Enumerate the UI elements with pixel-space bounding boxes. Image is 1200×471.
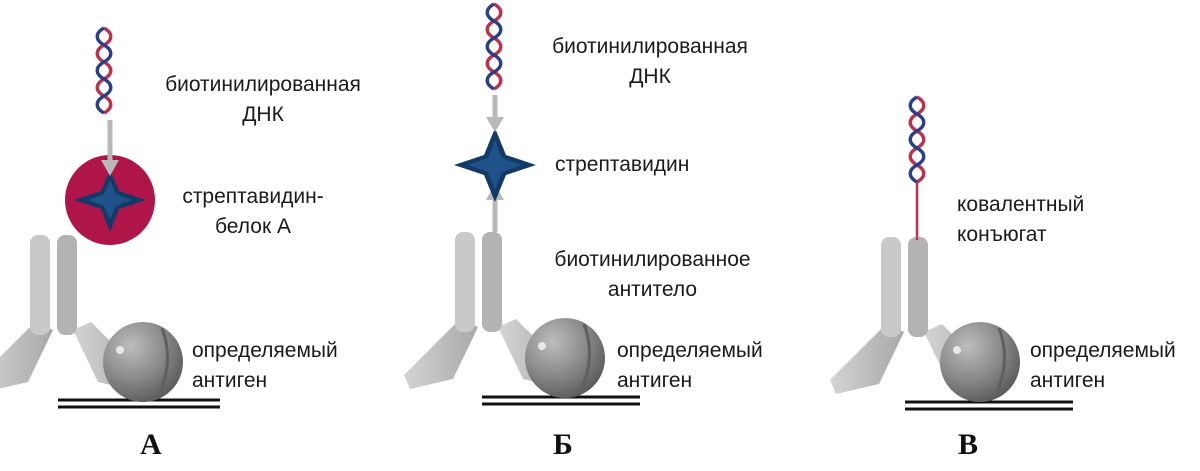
antigen-sphere-a	[103, 322, 183, 402]
linker-label-c: ковалентный конъюгат	[957, 193, 1085, 246]
antigen-label-a: определяемый антиген	[192, 339, 338, 392]
linker-label-b: стрептавидин	[555, 153, 690, 176]
antigen-sphere-b	[525, 318, 605, 398]
panel-letter-b: Б	[553, 428, 573, 461]
antigen-label-c: определяемый антиген	[1030, 339, 1176, 392]
dna-label-a: биотинилированная ДНК	[165, 73, 361, 126]
arrow-b-upper	[486, 95, 504, 132]
panel-a	[0, 26, 220, 409]
streptavidin-protein-a-complex	[65, 155, 155, 245]
antigen-sphere-c	[940, 322, 1020, 402]
dna-helix-b	[485, 2, 503, 91]
panel-letter-a: А	[140, 428, 162, 461]
surface-b	[482, 395, 640, 406]
antibody-label-b: биотинилированное антитело	[554, 248, 751, 301]
arrow-a	[101, 120, 119, 176]
linker-label-a: стрептавидин- белок А	[182, 185, 324, 238]
dna-helix-a	[95, 26, 113, 115]
panel-letter-c: В	[958, 428, 979, 461]
dna-label-b: биотинилированная ДНК	[552, 35, 748, 88]
antigen-label-b: определяемый антиген	[617, 339, 763, 392]
streptavidin-star	[454, 128, 536, 202]
dna-helix-c	[908, 95, 926, 184]
surface-c	[905, 400, 1073, 411]
panel-b	[404, 2, 640, 406]
panel-c	[830, 95, 1073, 411]
